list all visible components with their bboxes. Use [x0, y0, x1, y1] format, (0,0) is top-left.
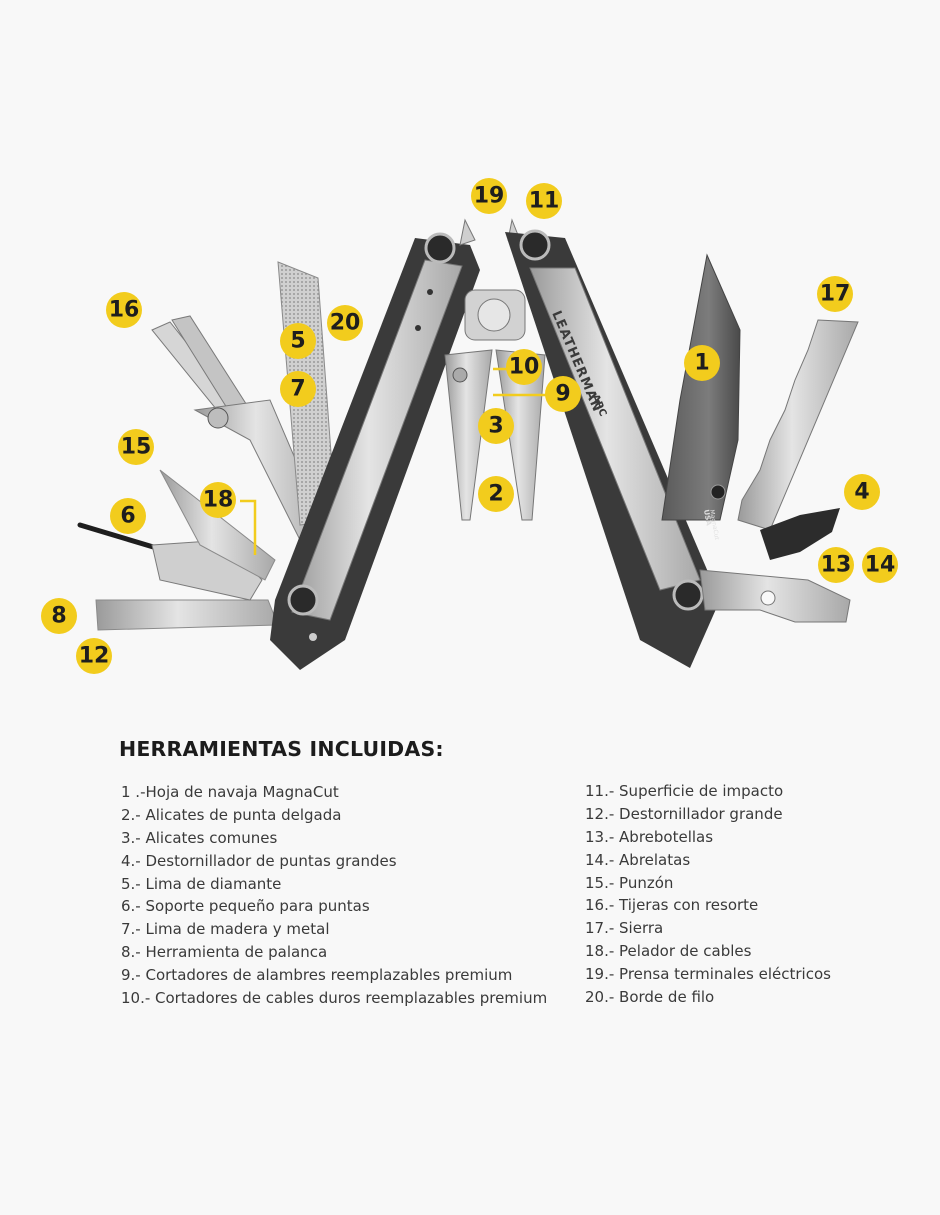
tool-list-right: 11.- Superficie de impacto 12.- Destorni…	[585, 780, 831, 1009]
list-item: 13.- Abrebotellas	[585, 827, 714, 846]
list-item: 10.- Cortadores de cables duros reemplaz…	[121, 989, 548, 1008]
list-item: 4.- Destornillador de puntas grandes	[121, 851, 397, 870]
badge-20: 20	[327, 305, 363, 341]
badge-5: 5	[280, 323, 316, 359]
badge-3: 3	[478, 408, 514, 444]
left-jaw	[444, 349, 493, 521]
svg-text:6: 6	[120, 504, 135, 529]
badge-16: 16	[106, 292, 142, 328]
badge-6: 6	[110, 498, 146, 534]
badge-2: 2	[478, 476, 514, 512]
badge-18: 18	[200, 482, 236, 518]
list-item: 2.- Alicates de punta delgada	[121, 805, 342, 824]
saw-tool	[737, 319, 859, 531]
list-item: 20.- Borde de filo	[585, 988, 715, 1007]
list-item: 11.- Superficie de impacto	[585, 782, 784, 800]
list-item: 19.- Prensa terminales eléctricos	[585, 965, 831, 984]
svg-text:13: 13	[821, 553, 852, 578]
list-item: 5.- Lima de diamante	[121, 874, 282, 893]
svg-text:1: 1	[694, 351, 709, 376]
svg-text:20: 20	[330, 311, 361, 336]
list-item: 7.- Lima de madera y metal	[121, 920, 330, 939]
section-heading: HERRAMIENTAS INCLUIDAS:	[119, 737, 444, 761]
list-item: 14.- Abrelatas	[585, 850, 691, 869]
svg-text:8: 8	[51, 604, 66, 629]
badge-12: 12	[76, 638, 112, 674]
svg-text:2: 2	[488, 482, 503, 507]
list-item: 15.- Punzón	[585, 873, 674, 892]
scissors-tool	[151, 315, 331, 551]
blade-origin-engraving: USA	[702, 509, 713, 527]
badge-4: 4	[844, 474, 880, 510]
svg-text:12: 12	[79, 644, 110, 669]
svg-text:15: 15	[121, 435, 152, 460]
svg-text:3: 3	[488, 414, 503, 439]
badge-17: 17	[817, 276, 853, 312]
list-item: 18.- Pelador de cables	[585, 942, 752, 961]
badge-13: 13	[818, 547, 854, 583]
leader-lines	[240, 367, 546, 555]
list-item: 9.- Cortadores de alambres reemplazables…	[121, 966, 513, 985]
list-item: 16.- Tijeras con resorte	[585, 896, 759, 915]
svg-text:19: 19	[474, 184, 505, 209]
list-item: 6.- Soporte pequeño para puntas	[121, 897, 370, 916]
badge-10: 10	[506, 349, 542, 385]
badge-9: 9	[545, 376, 581, 412]
badge-7: 7	[280, 371, 316, 407]
svg-text:4: 4	[854, 480, 869, 505]
svg-text:7: 7	[290, 377, 305, 402]
badge-8: 8	[41, 598, 77, 634]
list-item: 17.- Sierra	[585, 919, 664, 938]
badge-1: 1	[684, 345, 720, 381]
blade-tool	[661, 253, 741, 521]
badge-11: 11	[526, 183, 562, 219]
pry-tool	[95, 599, 279, 631]
tool-list-left: 1 .-Hoja de navaja MagnaCut 2.- Alicates…	[121, 781, 547, 1010]
svg-text:9: 9	[555, 382, 570, 407]
left-handle	[270, 232, 480, 670]
list-item: 8.- Herramienta de palanca	[121, 943, 328, 962]
right-tool-group: USA MagnaCut	[661, 253, 859, 623]
svg-text:5: 5	[290, 329, 305, 354]
awl-tool	[159, 469, 276, 581]
svg-text:16: 16	[109, 298, 140, 323]
bit-driver-tool	[760, 508, 840, 560]
list-item: 3.- Alicates comunes	[121, 828, 278, 847]
svg-text:11: 11	[529, 189, 560, 214]
svg-text:10: 10	[509, 355, 540, 380]
pliers-head	[444, 218, 546, 521]
list-item: 1 .-Hoja de navaja MagnaCut	[121, 783, 339, 801]
badge-19: 19	[471, 178, 507, 214]
list-item: 12.- Destornillador grande	[585, 804, 783, 823]
svg-text:14: 14	[865, 553, 896, 578]
badge-15: 15	[118, 429, 154, 465]
badge-14: 14	[862, 547, 898, 583]
multitool-illustration: LEATHERMAN ARC USA MagnaCut 1 2 3 4 5 6 …	[41, 178, 898, 674]
svg-text:17: 17	[820, 282, 851, 307]
svg-text:18: 18	[203, 488, 234, 513]
